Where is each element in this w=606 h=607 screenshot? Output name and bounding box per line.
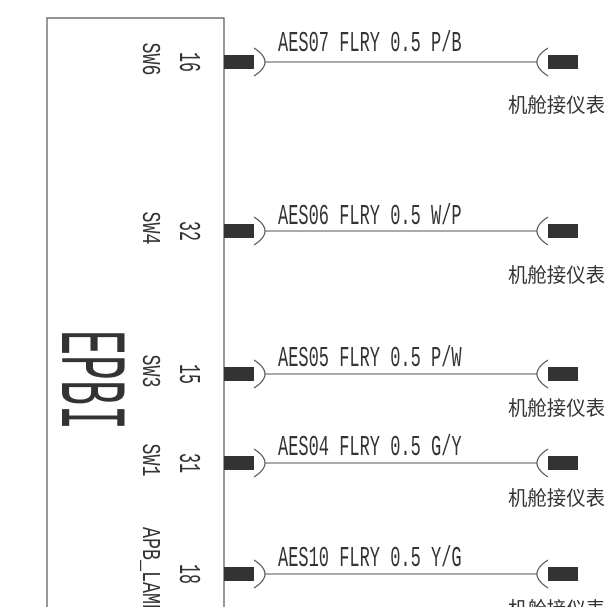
wire-label: AES05 FLRY 0.5 P/W bbox=[278, 342, 462, 375]
pin-number: 18 bbox=[170, 564, 205, 584]
pin-number: 15 bbox=[170, 364, 205, 384]
pin-signal-label: APB_LAMP bbox=[135, 527, 165, 607]
connector-right-bracket bbox=[536, 359, 549, 389]
destination-label: 机舱接仪表 bbox=[508, 597, 605, 607]
component-terminal bbox=[224, 367, 254, 381]
component-name: EPBI bbox=[33, 330, 141, 430]
component-terminal bbox=[224, 456, 254, 470]
pin-signal-label: SW1 bbox=[135, 444, 165, 477]
destination-label: 机舱接仪表 bbox=[508, 93, 605, 117]
destination-terminal bbox=[548, 567, 578, 581]
pin-signal-label: SW4 bbox=[135, 212, 165, 245]
destination-label: 机舱接仪表 bbox=[508, 486, 605, 510]
wire-label: AES06 FLRY 0.5 W/P bbox=[278, 200, 462, 233]
pin-number: 16 bbox=[170, 52, 205, 72]
pin-number: 31 bbox=[170, 453, 205, 473]
destination-terminal bbox=[548, 224, 578, 238]
destination-label: 机舱接仪表 bbox=[508, 396, 605, 420]
wire-label: AES07 FLRY 0.5 P/B bbox=[278, 27, 462, 60]
connector-right-bracket bbox=[536, 559, 549, 589]
component-terminal bbox=[224, 55, 254, 69]
pin-signal-label: SW6 bbox=[135, 43, 165, 76]
component-terminal bbox=[224, 224, 254, 238]
component-terminal bbox=[224, 567, 254, 581]
component-box: EPBI bbox=[33, 17, 225, 607]
component-outline bbox=[46, 17, 225, 607]
destination-terminal bbox=[548, 367, 578, 381]
wire-label: AES04 FLRY 0.5 G/Y bbox=[278, 431, 462, 464]
destination-label: 机舱接仪表 bbox=[508, 263, 605, 287]
pin-signal-label: SW3 bbox=[135, 355, 165, 388]
connector-right-bracket bbox=[536, 448, 549, 478]
destination-terminal bbox=[548, 55, 578, 69]
pin-number: 32 bbox=[170, 221, 205, 241]
wire-label: AES10 FLRY 0.5 Y/G bbox=[278, 542, 462, 575]
connector-right-bracket bbox=[536, 47, 549, 77]
destination-terminal bbox=[548, 456, 578, 470]
connector-right-bracket bbox=[536, 216, 549, 246]
